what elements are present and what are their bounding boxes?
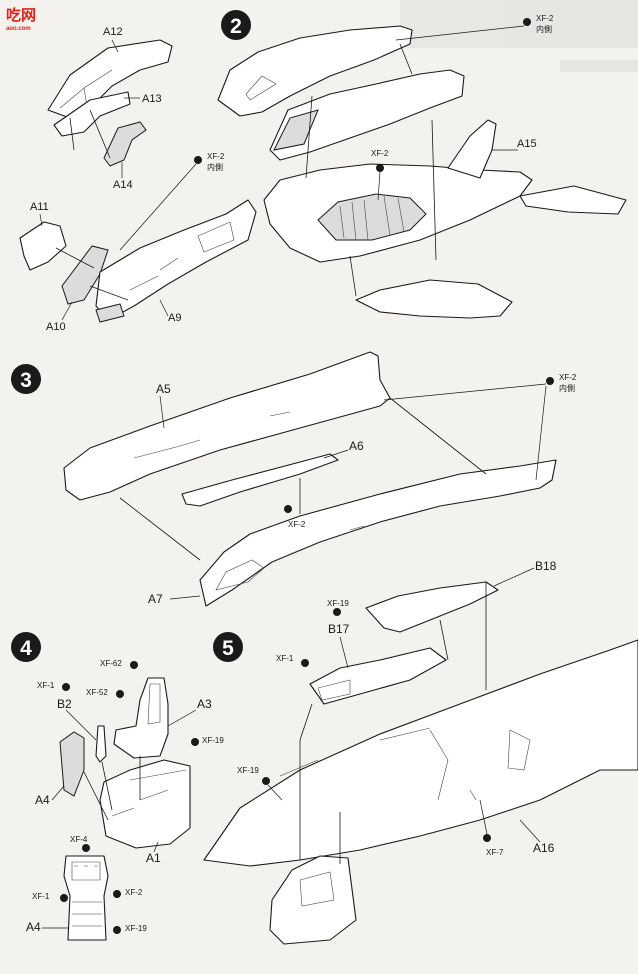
paint-note-step2-inner: 内側 — [536, 24, 552, 34]
paint-code-step3-inner: XF-2 — [559, 373, 577, 382]
paint-note-step1: 内側 — [207, 162, 223, 172]
engine-shape — [317, 193, 427, 241]
paint-marker-step2-engine — [376, 164, 384, 172]
step-4-number: 4 — [20, 637, 32, 660]
paint-marker-step4-a — [62, 683, 70, 691]
paint-marker-step3-floor — [284, 505, 292, 513]
paint-code-step5-b: XF-1 — [276, 654, 294, 663]
part-a7-shape — [199, 459, 557, 607]
step-1-assembly: A12 A13 A14 A11 A10 A9 XF-2 内側 — [19, 26, 257, 333]
label-b2: B2 — [57, 697, 72, 711]
label-a1: A1 — [146, 851, 161, 865]
part-a6-shape — [181, 453, 339, 507]
part-a3-shape — [113, 677, 169, 759]
paint-code-step2-engine: XF-2 — [371, 149, 389, 158]
paint-marker-step4-h — [113, 926, 121, 934]
paint-code-step2-inner: XF-2 — [536, 14, 554, 23]
part-b2-shape — [95, 725, 107, 763]
step-5-badge — [213, 632, 243, 662]
paint-note-step3-inner: 内側 — [559, 383, 575, 393]
label-a13: A13 — [142, 93, 162, 105]
paint-code-step4-a: XF-1 — [37, 681, 55, 690]
part-b18-shape — [365, 581, 499, 633]
paint-code-step4-c: XF-52 — [86, 688, 108, 697]
label-a3: A3 — [197, 697, 212, 711]
watermark-subtext: aoo.com — [6, 26, 31, 32]
part-a1-shape — [99, 759, 191, 849]
paint-marker-step4-b — [130, 661, 138, 669]
step-2-number: 2 — [230, 15, 242, 38]
paint-code-step4-g: XF-2 — [125, 888, 143, 897]
paint-marker-step4-g — [113, 890, 121, 898]
step-4-assembly: 4 B2 A3 A4 A1 XF-1 XF-62 XF-52 XF-19 XF-… — [11, 632, 224, 941]
paint-marker-step5-c — [262, 777, 270, 785]
step-4-badge — [11, 632, 41, 662]
step-3-badge — [11, 364, 41, 394]
paint-marker-step4-f — [60, 894, 68, 902]
part-a14-shape — [103, 121, 147, 167]
label-b17: B17 — [328, 622, 350, 636]
label-a15: A15 — [517, 138, 537, 150]
step-3-number: 3 — [20, 369, 32, 392]
label-a10: A10 — [46, 321, 66, 333]
step-5-assembly: 5 B18 B17 A16 XF-19 XF-1 XF-19 XF-7 — [203, 559, 638, 945]
paint-marker-step4-d — [191, 738, 199, 746]
part-a9-detail — [95, 303, 125, 323]
label-a16: A16 — [533, 841, 555, 855]
instrument-panel-shape — [63, 855, 109, 941]
paint-code-step4-d: XF-19 — [202, 736, 224, 745]
paint-marker-step5-b — [301, 659, 309, 667]
paint-code-step4-e: XF-4 — [70, 835, 88, 844]
lower-wing-shape — [355, 279, 513, 319]
step-3-assembly: 3 A5 A6 A7 XF-2 内側 XF-2 — [11, 351, 577, 607]
step-2-badge — [221, 10, 251, 40]
part-b17-shape — [309, 647, 447, 705]
label-a4-lower: A4 — [26, 920, 41, 934]
label-a9: A9 — [168, 312, 181, 324]
cockpit-tub-shape — [269, 855, 357, 945]
label-a5: A5 — [156, 382, 171, 396]
part-a5-shape — [63, 351, 391, 501]
fuselage-middle-shape — [269, 69, 465, 161]
label-a6: A6 — [349, 439, 364, 453]
paint-marker-step5-d — [483, 834, 491, 842]
label-a7: A7 — [148, 592, 163, 606]
paint-code-step4-b: XF-62 — [100, 659, 122, 668]
paint-code-step1: XF-2 — [207, 152, 225, 161]
part-a9-shape — [95, 199, 257, 321]
paint-code-step5-d: XF-7 — [486, 848, 504, 857]
label-a12: A12 — [103, 26, 123, 38]
paint-code-step4-h: XF-19 — [125, 924, 147, 933]
label-a4-upper: A4 — [35, 793, 50, 807]
part-a4-shape — [59, 731, 85, 797]
paint-code-step5-c: XF-19 — [237, 766, 259, 775]
label-a11: A11 — [30, 201, 49, 213]
paint-marker-step1 — [194, 156, 202, 164]
label-a14: A14 — [113, 179, 133, 191]
paint-code-step4-f: XF-1 — [32, 892, 50, 901]
paint-marker-step4-e — [82, 844, 90, 852]
background-print — [400, 0, 638, 72]
paint-marker-step4-c — [116, 690, 124, 698]
right-wing-shape — [519, 185, 627, 215]
watermark-brand: 吃网 — [6, 6, 36, 24]
paint-marker-step5-a — [333, 608, 341, 616]
paint-code-step3-floor: XF-2 — [288, 520, 306, 529]
label-b18: B18 — [535, 559, 557, 573]
part-a11-shape — [19, 221, 67, 271]
paint-marker-step3-inner — [546, 377, 554, 385]
step-2-assembly: 2 A15 XF-2 内側 XF-2 — [217, 10, 627, 319]
part-a15-shape — [447, 119, 497, 179]
paint-code-step5-a: XF-19 — [327, 599, 349, 608]
watermark-logo: 吃网 aoo.com — [2, 2, 64, 32]
step-5-number: 5 — [222, 637, 234, 660]
intake-opening — [273, 109, 319, 151]
paint-marker-step2-inner — [523, 18, 531, 26]
upper-fuselage-shape — [217, 25, 413, 117]
